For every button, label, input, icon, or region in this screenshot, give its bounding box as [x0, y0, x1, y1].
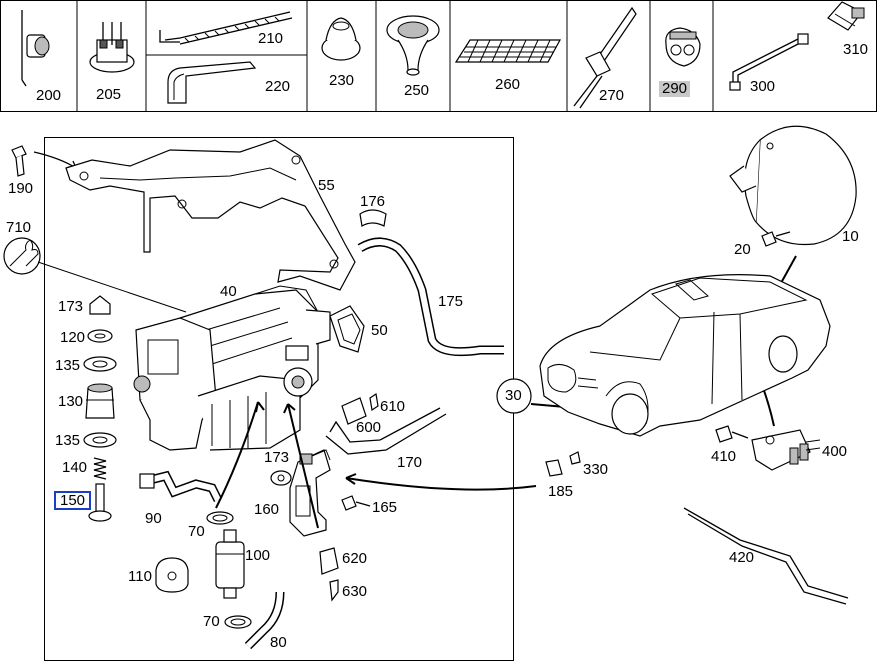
header-label-230[interactable]: 230 — [329, 72, 355, 89]
part-200-icon[interactable] — [21, 10, 50, 87]
callout-20[interactable]: 20 — [734, 241, 751, 258]
callout-40[interactable]: 40 — [220, 283, 237, 300]
callout-70-lower[interactable]: 70 — [203, 613, 220, 630]
part-250-icon[interactable] — [386, 15, 440, 76]
callout-420[interactable]: 420 — [729, 549, 755, 566]
callout-90[interactable]: 90 — [145, 510, 162, 527]
callout-600[interactable]: 600 — [356, 419, 382, 436]
callout-140[interactable]: 140 — [62, 459, 88, 476]
header-label-260[interactable]: 260 — [495, 76, 521, 93]
part-220-icon[interactable] — [167, 61, 257, 104]
header-label-220[interactable]: 220 — [265, 78, 291, 95]
part-610-connector[interactable] — [369, 392, 379, 412]
part-400-valve-block[interactable] — [751, 429, 821, 471]
part-173-nut-upper[interactable] — [89, 295, 111, 315]
part-330-fitting[interactable] — [569, 451, 581, 465]
header-label-310[interactable]: 310 — [843, 41, 869, 58]
part-165-bolt[interactable] — [341, 495, 371, 511]
callout-135-lower[interactable]: 135 — [55, 432, 81, 449]
part-140-spring[interactable] — [93, 457, 107, 480]
part-173-nut-lower[interactable] — [270, 470, 292, 486]
callout-55[interactable]: 55 — [318, 177, 335, 194]
part-70-clamp-lower[interactable] — [224, 615, 252, 629]
part-80-hose[interactable] — [244, 591, 285, 650]
header-label-205[interactable]: 205 — [96, 86, 122, 103]
part-70-clamp-upper[interactable] — [206, 511, 234, 525]
callout-160[interactable]: 160 — [254, 501, 280, 518]
part-120-washer[interactable] — [87, 329, 113, 343]
part-55-bracket[interactable] — [65, 139, 356, 291]
callout-410[interactable]: 410 — [711, 448, 737, 465]
part-10-air-reservoir[interactable] — [729, 125, 857, 246]
callout-173-upper[interactable]: 173 — [58, 298, 84, 315]
part-185-fitting[interactable] — [545, 459, 563, 477]
callout-400[interactable]: 400 — [822, 443, 848, 460]
part-620-connector[interactable] — [319, 547, 339, 575]
part-40-compressor[interactable] — [133, 285, 331, 451]
callout-130[interactable]: 130 — [58, 393, 84, 410]
callout-100[interactable]: 100 — [245, 547, 271, 564]
header-grid — [0, 0, 877, 112]
callout-710[interactable]: 710 — [6, 219, 32, 236]
header-label-270[interactable]: 270 — [599, 87, 625, 104]
part-420-line[interactable] — [683, 507, 849, 605]
part-260-icon[interactable] — [454, 39, 562, 63]
part-135-washer-lower[interactable] — [83, 432, 117, 448]
callout-610[interactable]: 610 — [380, 398, 406, 415]
part-100-filter[interactable] — [215, 529, 245, 599]
part-110-silencer[interactable] — [155, 557, 189, 593]
callout-175[interactable]: 175 — [438, 293, 464, 310]
part-190-bolt[interactable] — [11, 145, 77, 177]
callout-30[interactable]: 30 — [505, 387, 522, 404]
part-150-pin[interactable] — [88, 483, 112, 522]
part-20-bolt[interactable] — [761, 231, 791, 247]
callout-135-upper[interactable]: 135 — [55, 357, 81, 374]
header-label-200[interactable]: 200 — [36, 87, 62, 104]
part-170-pipe[interactable] — [325, 407, 447, 455]
vehicle-outline — [539, 274, 831, 437]
callout-170[interactable]: 170 — [397, 454, 423, 471]
part-600-connector[interactable] — [341, 397, 367, 425]
header-label-300[interactable]: 300 — [750, 78, 776, 95]
header-label-290[interactable]: 290 — [659, 81, 691, 97]
callout-190[interactable]: 190 — [8, 180, 34, 197]
callout-10[interactable]: 10 — [842, 228, 859, 245]
callout-620[interactable]: 620 — [342, 550, 368, 567]
callout-110[interactable]: 110 — [128, 568, 152, 585]
wrench-710-icon[interactable] — [3, 237, 187, 313]
part-630-connector[interactable] — [329, 579, 339, 602]
part-205-icon[interactable] — [89, 22, 135, 73]
callout-173-lower[interactable]: 173 — [264, 449, 290, 466]
part-50-bracket[interactable] — [329, 305, 365, 353]
callout-70-upper[interactable]: 70 — [188, 523, 205, 540]
part-410-bolt[interactable] — [715, 425, 749, 443]
callout-30-circle[interactable] — [496, 378, 532, 414]
part-210-icon[interactable] — [159, 11, 293, 45]
callout-50[interactable]: 50 — [371, 322, 388, 339]
part-230-icon[interactable] — [321, 17, 361, 61]
part-176-clip[interactable] — [359, 209, 387, 227]
part-270-icon[interactable] — [573, 6, 637, 109]
callout-80[interactable]: 80 — [270, 634, 287, 651]
part-310-icon[interactable] — [827, 1, 865, 31]
part-90-hose[interactable] — [139, 470, 223, 503]
callout-150[interactable]: 150 — [54, 491, 92, 510]
part-130-rubber-mount[interactable] — [85, 383, 115, 419]
callout-120[interactable]: 120 — [60, 329, 86, 346]
part-290-icon[interactable] — [665, 27, 701, 67]
part-135-washer-upper[interactable] — [83, 356, 117, 372]
part-175-hose[interactable] — [357, 237, 504, 357]
header-label-210[interactable]: 210 — [258, 30, 284, 47]
header-label-250[interactable]: 250 — [404, 82, 430, 99]
callout-630[interactable]: 630 — [342, 583, 368, 600]
part-300-icon[interactable] — [729, 33, 809, 91]
callout-165[interactable]: 165 — [372, 499, 398, 516]
callout-330[interactable]: 330 — [583, 461, 609, 478]
callout-176[interactable]: 176 — [360, 193, 386, 210]
callout-185[interactable]: 185 — [548, 483, 574, 500]
